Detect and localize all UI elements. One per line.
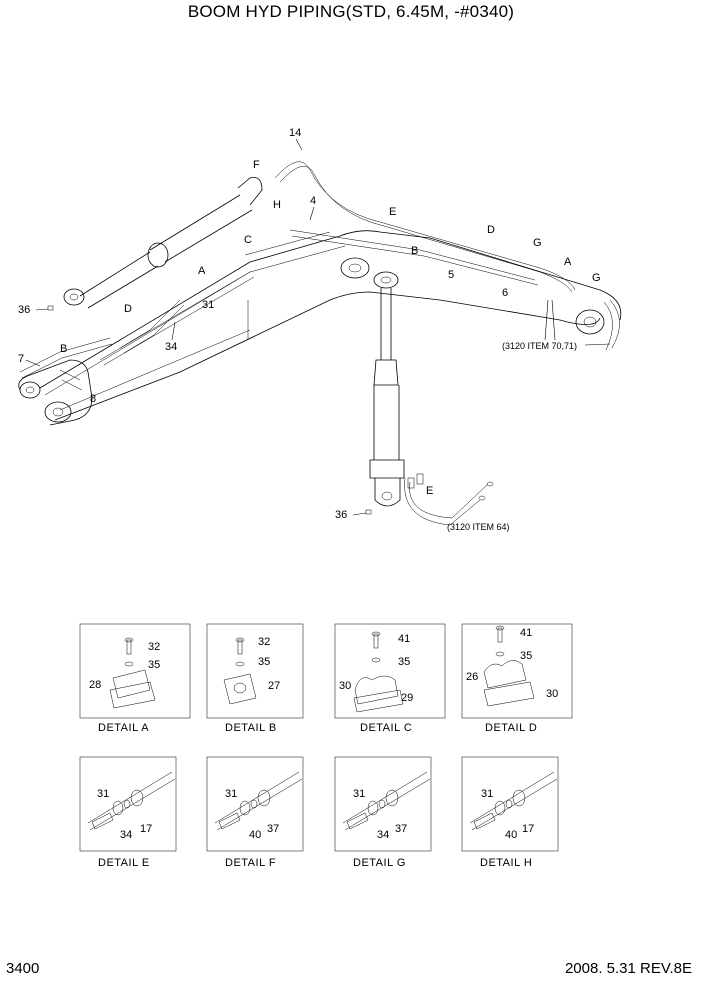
detail-d-callout-26: 26 xyxy=(466,671,478,683)
detail-f-callout-37: 37 xyxy=(267,823,279,835)
detail-c-callout-29: 29 xyxy=(401,692,413,704)
revision-date: 2008. 5.31 REV.8E xyxy=(564,960,692,977)
callout-D: D xyxy=(487,224,495,236)
callout-36-lower: 36 xyxy=(335,509,347,521)
detail-g-callout-31: 31 xyxy=(353,788,365,800)
detail-h-caption: DETAIL H xyxy=(480,857,532,869)
callout-B: B xyxy=(411,245,418,257)
page-number: 3400 xyxy=(6,960,40,977)
detail-h-callout-31: 31 xyxy=(481,788,493,800)
callout-14: 14 xyxy=(289,127,301,139)
callout-4: 4 xyxy=(310,195,316,207)
detail-b: 32 35 27 DETAIL B xyxy=(206,623,304,734)
detail-e-callout-17: 17 xyxy=(140,823,152,835)
detail-a-callout-35: 35 xyxy=(148,659,160,671)
detail-g-caption: DETAIL G xyxy=(353,857,406,869)
ref-note-lower: (3120 ITEM 64) xyxy=(447,522,510,532)
detail-e-callout-34: 34 xyxy=(120,829,132,841)
lower-hoses xyxy=(404,473,494,526)
callout-7: 7 xyxy=(18,353,24,365)
detail-b-callout-27: 27 xyxy=(268,680,280,692)
detail-d-caption: DETAIL D xyxy=(485,722,537,734)
callout-34: 34 xyxy=(165,341,177,353)
callout-C: C xyxy=(244,234,252,246)
detail-h-callout-17: 17 xyxy=(522,823,534,835)
detail-d-callout-35: 35 xyxy=(520,650,532,662)
detail-e-caption: DETAIL E xyxy=(98,857,150,869)
detail-d-callout-41: 41 xyxy=(520,627,532,639)
detail-h: 31 40 17 DETAIL H xyxy=(461,756,559,869)
detail-e-callout-31: 31 xyxy=(97,788,109,800)
detail-f-callout-31: 31 xyxy=(225,788,237,800)
boom-assembly xyxy=(18,230,622,426)
callout-H: H xyxy=(273,199,281,211)
detail-d: 41 35 26 30 DETAIL D xyxy=(461,623,573,734)
boom-cylinder-upper xyxy=(63,177,263,309)
detail-h-callout-40: 40 xyxy=(505,829,517,841)
callout-5: 5 xyxy=(448,269,454,281)
detail-a-callout-32: 32 xyxy=(148,641,160,653)
detail-g-callout-37: 37 xyxy=(395,823,407,835)
detail-d-callout-30: 30 xyxy=(546,688,558,700)
callout-31: 31 xyxy=(202,299,214,311)
detail-e: 31 34 17 DETAIL E xyxy=(79,756,177,869)
detail-c-caption: DETAIL C xyxy=(360,722,412,734)
detail-a: 32 35 28 DETAIL A xyxy=(79,623,191,734)
hose-bundle xyxy=(19,161,620,379)
drawing-title: BOOM HYD PIPING(STD, 6.45M, -#0340) xyxy=(187,2,515,21)
ref-note-upper: (3120 ITEM 70,71) xyxy=(502,341,577,351)
detail-g-callout-34: 34 xyxy=(377,829,389,841)
callout-8: 8 xyxy=(90,393,96,405)
detail-f-caption: DETAIL F xyxy=(225,857,276,869)
detail-b-callout-32: 32 xyxy=(258,636,270,648)
detail-b-caption: DETAIL B xyxy=(225,722,277,734)
callout-G: G xyxy=(533,237,542,249)
detail-f-callout-40: 40 xyxy=(249,829,261,841)
detail-g: 31 34 37 DETAIL G xyxy=(334,756,432,869)
callout-E-lower: E xyxy=(426,485,433,497)
arm-cylinder xyxy=(369,271,405,507)
detail-c-callout-30: 30 xyxy=(339,680,351,692)
detail-f: 31 40 37 DETAIL F xyxy=(206,756,304,869)
callout-G-right: G xyxy=(592,272,601,284)
callout-A-right: A xyxy=(564,256,572,268)
callout-F: F xyxy=(253,159,260,171)
callout-B-left: B xyxy=(60,343,67,355)
callout-D-left: D xyxy=(124,303,132,315)
detail-c: 41 35 30 29 DETAIL C xyxy=(334,623,446,734)
main-callouts: 14 F H 4 E D G C A B 5 6 A G 36 31 34 D … xyxy=(18,127,611,532)
callout-A: A xyxy=(198,265,206,277)
callout-6: 6 xyxy=(502,287,508,299)
detail-c-callout-41: 41 xyxy=(398,633,410,645)
callout-E: E xyxy=(389,206,396,218)
detail-b-callout-35: 35 xyxy=(258,656,270,668)
detail-a-callout-28: 28 xyxy=(89,679,101,691)
detail-a-caption: DETAIL A xyxy=(98,722,149,734)
detail-c-callout-35: 35 xyxy=(398,656,410,668)
callout-36-upper: 36 xyxy=(18,304,30,316)
